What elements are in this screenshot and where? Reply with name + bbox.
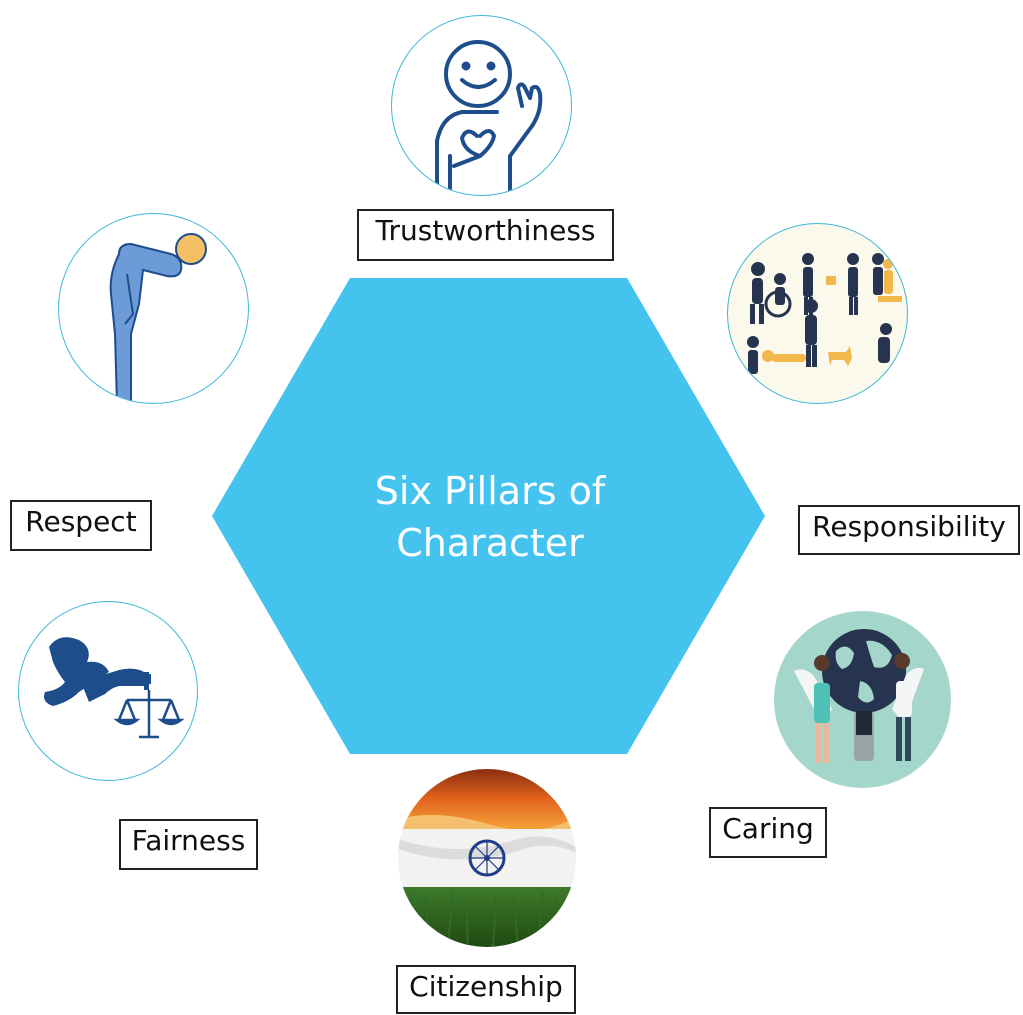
- caring-circle: [774, 611, 951, 788]
- respect-label: Respect: [10, 500, 152, 551]
- caring-label: Caring: [709, 807, 827, 858]
- responsibility-circle: [727, 223, 908, 404]
- citizenship-label: Citizenship: [396, 965, 576, 1014]
- indian-flag-icon: [398, 769, 576, 947]
- respect-circle: [58, 213, 249, 404]
- trustworthiness-circle: [391, 15, 572, 196]
- center-title: Six Pillars of Character: [300, 465, 680, 569]
- smiling-person-hand-on-heart-icon: [435, 40, 543, 195]
- citizenship-circle: [398, 769, 576, 947]
- center-title-line-2: Character: [396, 521, 584, 565]
- responsibility-label: Responsibility: [798, 505, 1020, 555]
- fairness-circle: [18, 601, 198, 781]
- center-title-line-1: Six Pillars of: [374, 469, 606, 513]
- bowing-person-icon: [109, 233, 207, 403]
- people-holding-globe-icon: [794, 629, 924, 763]
- justice-scales-icon: [44, 637, 185, 739]
- trustworthiness-label: Trustworthiness: [357, 209, 614, 261]
- fairness-label: Fairness: [119, 819, 258, 870]
- people-helping-others-icon: [747, 253, 902, 374]
